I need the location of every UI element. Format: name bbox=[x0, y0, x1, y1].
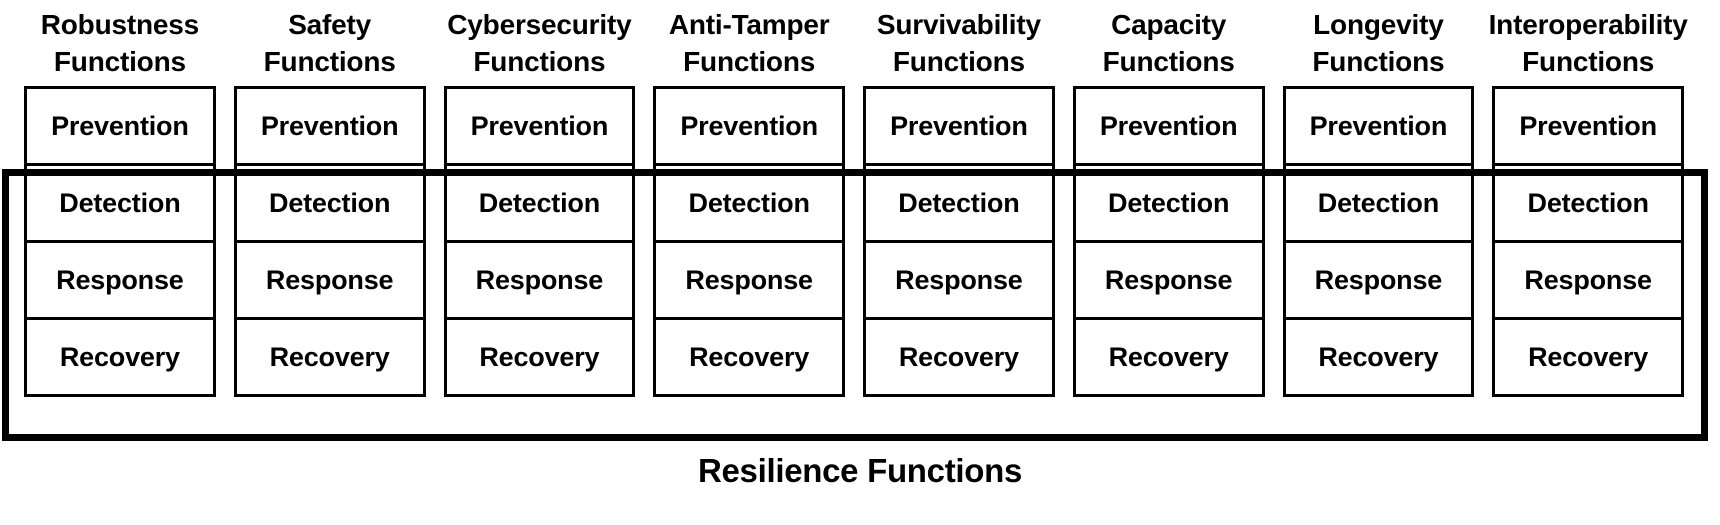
function-columns-container: Robustness Functions Prevention Detectio… bbox=[24, 0, 1688, 428]
column-header-cybersecurity: Cybersecurity Functions bbox=[444, 0, 636, 86]
cells-stack-cybersecurity: Prevention Detection Response Recovery bbox=[443, 86, 636, 397]
cell-response: Response bbox=[1075, 243, 1262, 320]
column-header-line1: Cybersecurity bbox=[447, 9, 632, 40]
column-header-line2: Functions bbox=[683, 46, 816, 78]
cell-prevention: Prevention bbox=[446, 89, 633, 166]
column-header-line1: Capacity bbox=[1111, 9, 1227, 40]
cell-prevention: Prevention bbox=[1285, 89, 1472, 166]
cell-recovery: Recovery bbox=[1495, 320, 1681, 397]
column-header-line1: Interoperability bbox=[1488, 9, 1688, 40]
column-header-line1: Survivability bbox=[876, 9, 1041, 40]
cell-prevention: Prevention bbox=[1075, 89, 1262, 166]
cell-recovery: Recovery bbox=[236, 320, 423, 397]
column-header-capacity: Capacity Functions bbox=[1073, 0, 1265, 86]
cell-detection: Detection bbox=[446, 166, 633, 243]
resilience-functions-caption: Resilience Functions bbox=[697, 452, 1023, 489]
column-header-longevity: Longevity Functions bbox=[1283, 0, 1475, 86]
cell-recovery: Recovery bbox=[1075, 320, 1262, 397]
function-column-anti-tamper: Anti-Tamper Functions Prevention Detecti… bbox=[653, 0, 845, 428]
cell-prevention: Prevention bbox=[866, 89, 1052, 166]
cell-prevention: Prevention bbox=[1495, 89, 1681, 166]
cells-stack-longevity: Prevention Detection Response Recovery bbox=[1282, 86, 1475, 397]
function-column-longevity: Longevity Functions Prevention Detection… bbox=[1282, 0, 1475, 428]
cell-response: Response bbox=[1285, 243, 1472, 320]
column-header-line1: Anti-Tamper bbox=[668, 9, 830, 40]
function-column-survivability: Survivability Functions Prevention Detec… bbox=[863, 0, 1055, 428]
cell-prevention: Prevention bbox=[236, 89, 423, 166]
cells-stack-capacity: Prevention Detection Response Recovery bbox=[1072, 86, 1265, 397]
cells-stack-survivability: Prevention Detection Response Recovery bbox=[863, 86, 1055, 397]
cell-detection: Detection bbox=[27, 166, 213, 243]
cell-response: Response bbox=[866, 243, 1052, 320]
column-header-line1: Longevity bbox=[1313, 9, 1444, 40]
column-header-line2: Functions bbox=[263, 46, 396, 78]
column-header-line1: Safety bbox=[288, 9, 372, 40]
cell-response: Response bbox=[1495, 243, 1681, 320]
cell-recovery: Recovery bbox=[27, 320, 213, 397]
cell-detection: Detection bbox=[1285, 166, 1472, 243]
column-header-line1: Robustness bbox=[40, 9, 199, 40]
cell-detection: Detection bbox=[1075, 166, 1262, 243]
cell-response: Response bbox=[656, 243, 842, 320]
column-header-line2: Functions bbox=[473, 46, 606, 78]
column-header-line2: Functions bbox=[892, 46, 1025, 78]
column-header-line2: Functions bbox=[1312, 46, 1445, 78]
function-column-robustness: Robustness Functions Prevention Detectio… bbox=[24, 0, 216, 428]
cell-prevention: Prevention bbox=[27, 89, 213, 166]
cell-recovery: Recovery bbox=[446, 320, 633, 397]
column-header-line2: Functions bbox=[53, 46, 186, 78]
column-header-anti-tamper: Anti-Tamper Functions bbox=[653, 0, 845, 86]
cell-response: Response bbox=[446, 243, 633, 320]
column-header-safety: Safety Functions bbox=[234, 0, 426, 86]
cell-recovery: Recovery bbox=[866, 320, 1052, 397]
cell-detection: Detection bbox=[656, 166, 842, 243]
cell-response: Response bbox=[236, 243, 423, 320]
column-header-interoperability: Interoperability Functions bbox=[1489, 0, 1688, 86]
function-column-cybersecurity: Cybersecurity Functions Prevention Detec… bbox=[443, 0, 636, 428]
cell-prevention: Prevention bbox=[656, 89, 842, 166]
function-column-capacity: Capacity Functions Prevention Detection … bbox=[1072, 0, 1265, 428]
column-header-robustness: Robustness Functions bbox=[24, 0, 216, 86]
cells-stack-safety: Prevention Detection Response Recovery bbox=[233, 86, 426, 397]
cell-recovery: Recovery bbox=[656, 320, 842, 397]
cells-stack-robustness: Prevention Detection Response Recovery bbox=[24, 86, 216, 397]
cell-recovery: Recovery bbox=[1285, 320, 1472, 397]
cells-stack-anti-tamper: Prevention Detection Response Recovery bbox=[653, 86, 845, 397]
cell-detection: Detection bbox=[236, 166, 423, 243]
cell-detection: Detection bbox=[866, 166, 1052, 243]
function-column-interoperability: Interoperability Functions Prevention De… bbox=[1489, 0, 1688, 428]
column-header-survivability: Survivability Functions bbox=[863, 0, 1055, 86]
cells-stack-interoperability: Prevention Detection Response Recovery bbox=[1492, 86, 1684, 397]
column-header-line2: Functions bbox=[1102, 46, 1235, 78]
function-column-safety: Safety Functions Prevention Detection Re… bbox=[233, 0, 426, 428]
column-header-line2: Functions bbox=[1522, 46, 1655, 78]
cell-detection: Detection bbox=[1495, 166, 1681, 243]
cell-response: Response bbox=[27, 243, 213, 320]
